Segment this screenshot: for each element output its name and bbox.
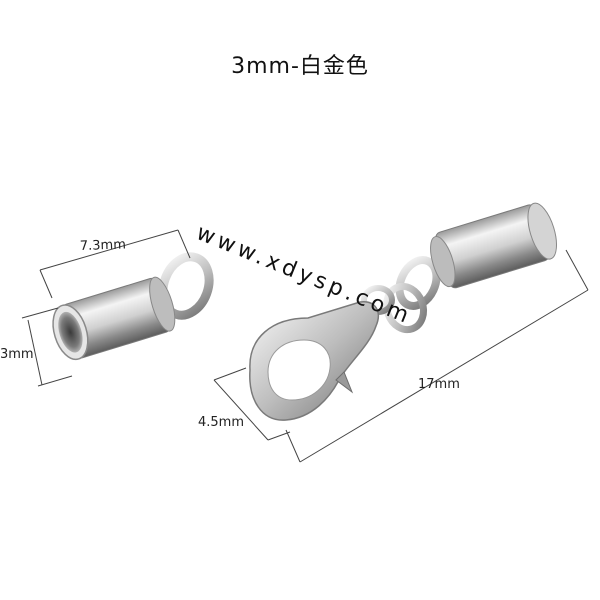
- page-title: 3mm-白金色: [231, 54, 369, 79]
- watermark-text: www.xdysp.com: [193, 220, 416, 329]
- dimension-label-total-length: 17mm: [418, 377, 460, 392]
- dimension-label-inner-diameter: 3mm: [0, 347, 34, 362]
- lobster-clasp: [249, 282, 428, 421]
- dimension-label-clasp-width: 4.5mm: [198, 415, 244, 430]
- dimension-label-length-cap: 7.3mm: [80, 237, 127, 254]
- right-end-cap: [395, 202, 557, 310]
- dimension-lines: [21, 229, 589, 463]
- left-end-cap: [52, 252, 214, 361]
